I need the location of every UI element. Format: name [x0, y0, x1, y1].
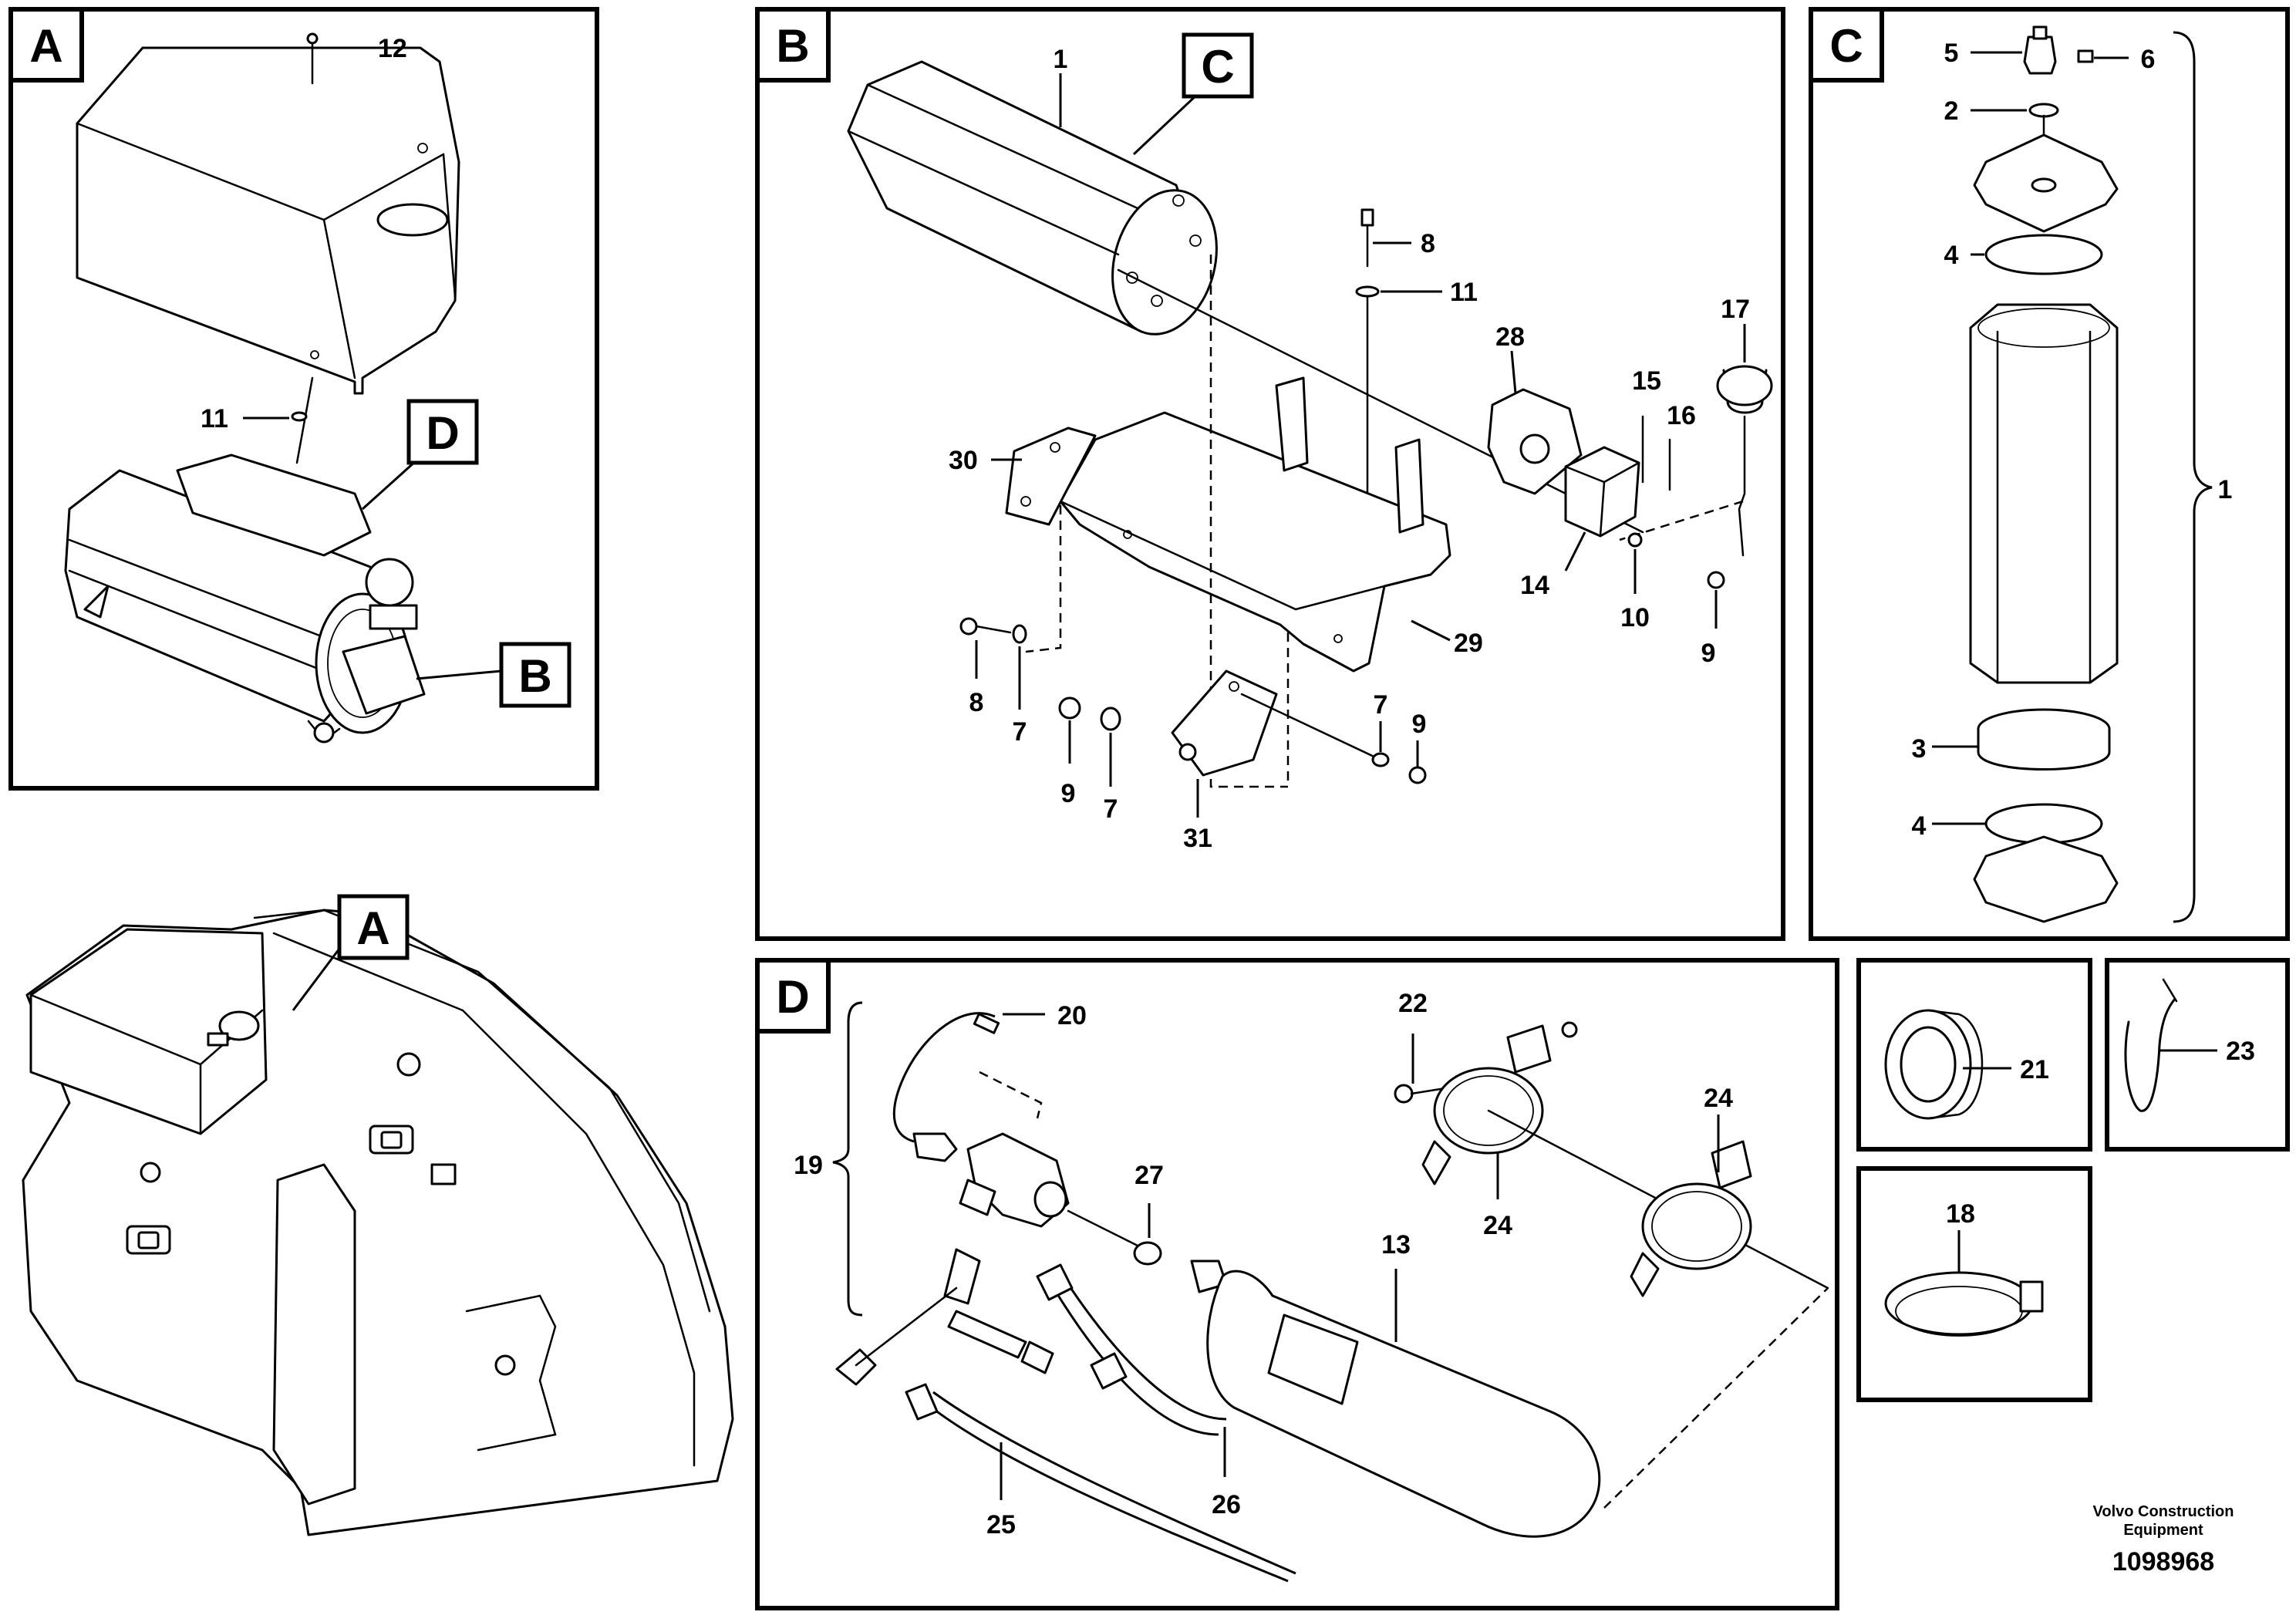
drawing-number: 1098968 — [2112, 1547, 2214, 1576]
label-d19: 19 — [794, 1151, 823, 1180]
label-b15: 15 — [1632, 366, 1661, 396]
label-b28: 28 — [1495, 322, 1525, 352]
label-12: 12 — [378, 34, 407, 63]
panel-a-letter: A — [29, 20, 62, 72]
label-d26: 26 — [1212, 1490, 1241, 1519]
cylinder-1 — [847, 60, 1218, 336]
label-c1: 1 — [2218, 475, 2233, 504]
label-b11: 11 — [1450, 278, 1478, 307]
callout-a-d: D — [426, 407, 459, 459]
panel-d-letter: D — [776, 971, 809, 1023]
label-c5: 5 — [1944, 39, 1959, 68]
label-b1: 1 — [1054, 45, 1068, 74]
label-d24a: 24 — [1483, 1211, 1512, 1240]
label-e21: 21 — [2020, 1055, 2049, 1084]
label-e23: 23 — [2226, 1037, 2255, 1066]
callout-b-c: C — [1201, 41, 1234, 93]
label-c4a: 4 — [1944, 241, 1959, 270]
panel-d: D 19 20 27 25 — [755, 958, 1839, 1610]
panel-c: C 5 6 2 4 3 4 — [1809, 7, 2290, 941]
panel-c-letter: C — [1829, 20, 1863, 72]
label-b29: 29 — [1454, 629, 1483, 658]
assembled-unit — [64, 454, 426, 744]
label-c4b: 4 — [1912, 811, 1927, 841]
label-b10: 10 — [1620, 603, 1650, 632]
label-c3: 3 — [1912, 734, 1927, 764]
brand-line1: Volvo Construction — [2093, 1503, 2234, 1520]
label-b9b: 9 — [1061, 779, 1076, 808]
machine-overview — [22, 909, 734, 1536]
label-b9a: 9 — [1701, 639, 1716, 668]
callout-main-a: A — [356, 902, 389, 954]
label-d27: 27 — [1135, 1161, 1164, 1190]
label-b17: 17 — [1721, 295, 1750, 324]
brand-line2: Equipment — [2123, 1522, 2203, 1539]
callout-a-b: B — [518, 650, 551, 702]
part-box-18: 18 — [1856, 1166, 2092, 1402]
label-b8b: 8 — [969, 688, 984, 717]
label-b8a: 8 — [1421, 229, 1435, 258]
cover-hood — [76, 46, 460, 395]
plate-29 — [1059, 376, 1451, 673]
brand-footer: Volvo Construction Equipment 1098968 — [2093, 1503, 2234, 1576]
part-box-23: 23 — [2105, 958, 2290, 1152]
panel-b-letter: B — [776, 20, 809, 72]
label-d24b: 24 — [1704, 1084, 1733, 1113]
label-b14: 14 — [1520, 571, 1549, 600]
label-d13: 13 — [1381, 1230, 1411, 1259]
label-b7c: 7 — [1374, 690, 1388, 720]
part-box-21: 21 — [1856, 958, 2092, 1152]
label-b7b: 7 — [1104, 794, 1118, 824]
label-b30: 30 — [949, 446, 978, 475]
gas-bottle-13 — [1190, 1259, 1601, 1538]
label-b9c: 9 — [1412, 710, 1427, 739]
label-b31: 31 — [1183, 824, 1212, 853]
label-a11: 11 — [201, 404, 228, 433]
label-e18: 18 — [1946, 1199, 1975, 1229]
label-d25: 25 — [986, 1510, 1016, 1539]
label-b7a: 7 — [1013, 717, 1027, 747]
label-c2: 2 — [1944, 96, 1959, 126]
panel-b: B 1 C 8 11 — [755, 7, 1785, 941]
label-b16: 16 — [1667, 401, 1696, 430]
label-d20: 20 — [1057, 1001, 1087, 1030]
label-c6: 6 — [2141, 45, 2156, 74]
screw-12: 12 — [306, 32, 407, 85]
panel-a: A 12 11 — [8, 7, 599, 791]
label-d22: 22 — [1398, 989, 1428, 1018]
